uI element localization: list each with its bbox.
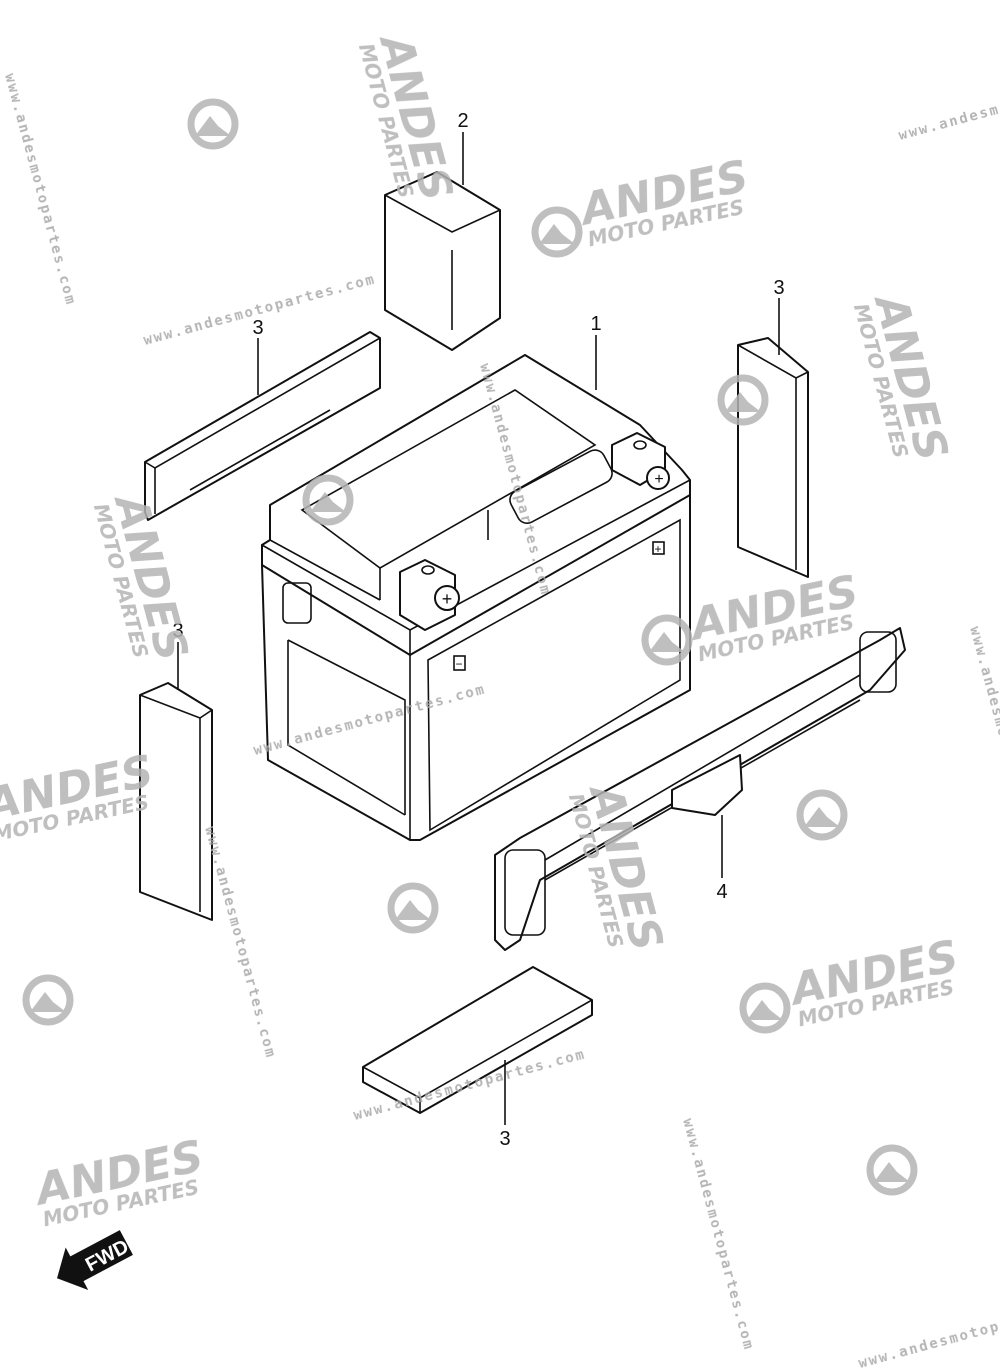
- fwd-arrow-icon: FWD: [57, 1230, 133, 1290]
- watermark-text: www.andesmotopartes.com: [201, 825, 279, 1061]
- callouts: 1 2 3 3 3 3 4: [172, 110, 784, 1150]
- logo-icon: [641, 614, 693, 666]
- logo-icon: [22, 974, 74, 1026]
- watermark-text: www.andesmotopartes.com: [966, 625, 1000, 861]
- logo-icon: [302, 474, 354, 526]
- terminal-plus-symbol: +: [654, 471, 663, 488]
- logo-icon: [387, 882, 439, 934]
- label-3-left: 3: [172, 620, 183, 642]
- terminal-plus-symbol: +: [442, 589, 453, 609]
- label-3-top-left: 3: [252, 317, 263, 339]
- watermark-text: www.andesmotopartes.com: [1, 72, 79, 308]
- label-3-right: 3: [773, 277, 784, 299]
- minus-mark: −: [455, 657, 462, 671]
- watermark-text: www.andesmotopartes.com: [897, 66, 1000, 144]
- label-1: 1: [590, 313, 601, 335]
- logo-icon: [866, 1144, 918, 1196]
- part-3-pad-top-left[interactable]: [144, 331, 381, 521]
- logo-icon: [739, 982, 791, 1034]
- label-2: 2: [457, 110, 468, 132]
- part-4-strap[interactable]: [494, 627, 906, 951]
- terminal-plus-block: +: [611, 432, 670, 490]
- part-3-pad-bottom[interactable]: [362, 966, 593, 1114]
- label-4: 4: [716, 881, 727, 903]
- watermark-text: www.andesmotopartes.com: [679, 1117, 757, 1353]
- part-3-pad-left[interactable]: [139, 682, 213, 921]
- logo-icon: [796, 789, 848, 841]
- logo-icon: [531, 206, 583, 258]
- label-3-bottom: 3: [499, 1128, 510, 1150]
- plus-mark: +: [654, 542, 661, 556]
- logo-icon: [187, 98, 239, 150]
- part-2-pad[interactable]: [384, 171, 501, 351]
- logo-icon: [717, 374, 769, 426]
- watermark-text: www.andesmotopartes.com: [857, 1294, 1000, 1372]
- part-3-pad-right[interactable]: [737, 337, 809, 578]
- terminal-minus-block: +: [399, 559, 460, 631]
- part-1-battery[interactable]: + + + −: [261, 354, 691, 841]
